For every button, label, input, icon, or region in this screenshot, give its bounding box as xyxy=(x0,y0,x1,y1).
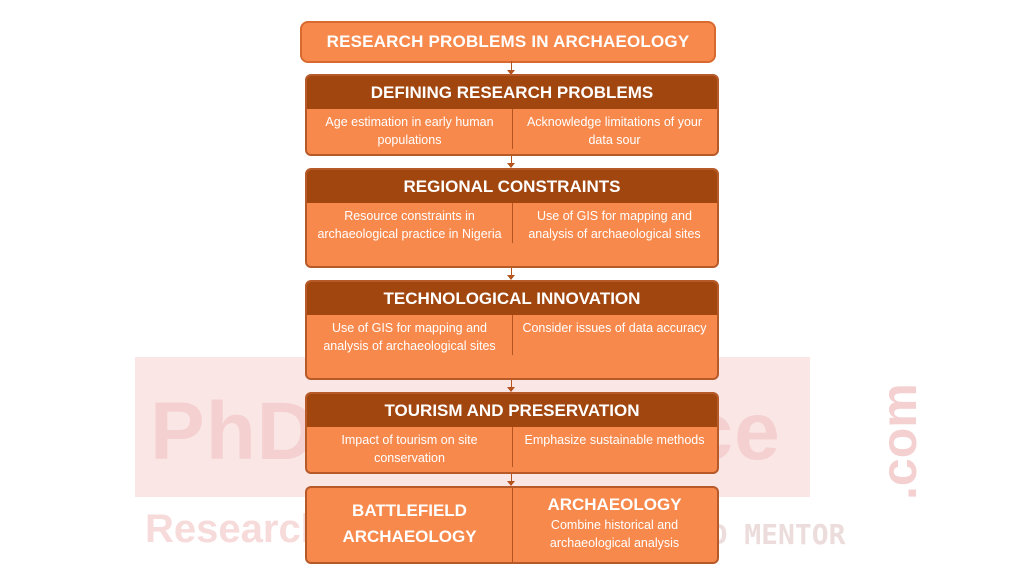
section-body: BATTLEFIELD ARCHAEOLOGY ARCHAEOLOGY Comb… xyxy=(307,488,717,562)
section-body: Use of GIS for mapping and analysis of a… xyxy=(307,315,717,355)
section-heading: TECHNOLOGICAL INNOVATION xyxy=(307,282,717,315)
section-divider xyxy=(512,203,513,243)
connector-arrow xyxy=(507,481,515,486)
section-left-text: Resource constraints in archaeological p… xyxy=(317,209,502,241)
section-left-text: Impact of tourism on site conservation xyxy=(341,433,478,465)
connector-arrow xyxy=(507,163,515,168)
connector-arrow xyxy=(507,70,515,75)
connector-line xyxy=(511,380,512,391)
section-body: Age estimation in early human population… xyxy=(307,109,717,149)
connector-line xyxy=(511,268,512,279)
diagram-title: RESEARCH PROBLEMS IN ARCHAEOLOGY xyxy=(300,21,716,63)
section-right-text: Consider issues of data accuracy xyxy=(522,321,707,335)
connector-arrow xyxy=(507,275,515,280)
connector-line xyxy=(511,61,512,71)
section-left-text: Use of GIS for mapping and analysis of a… xyxy=(323,321,496,353)
connector-line xyxy=(511,474,512,485)
section-battlefield-archaeology: BATTLEFIELD ARCHAEOLOGY ARCHAEOLOGY Comb… xyxy=(305,486,719,564)
section-right-text: Emphasize sustainable methods xyxy=(524,433,705,447)
section-left-text: Age estimation in early human population… xyxy=(325,115,494,147)
connector-line xyxy=(511,156,512,167)
section-right-block: ARCHAEOLOGY Combine historical and archa… xyxy=(512,488,717,562)
section-heading: DEFINING RESEARCH PROBLEMS xyxy=(307,76,717,109)
section-right-title: ARCHAEOLOGY xyxy=(547,495,682,514)
section-body: Impact of tourism on site conservation E… xyxy=(307,427,717,467)
section-divider xyxy=(512,315,513,355)
section-body: Resource constraints in archaeological p… xyxy=(307,203,717,243)
section-right-text: Use of GIS for mapping and analysis of a… xyxy=(528,209,701,241)
section-right-text: Combine historical and archaeological an… xyxy=(549,518,680,550)
watermark-domain-text: .com xyxy=(871,383,927,500)
section-tourism-and-preservation: TOURISM AND PRESERVATION Impact of touri… xyxy=(305,392,719,474)
connector-arrow xyxy=(507,387,515,392)
section-divider xyxy=(512,427,513,467)
section-heading: REGIONAL CONSTRAINTS xyxy=(307,170,717,203)
watermark-tagline-left: Research xyxy=(145,507,326,551)
section-heading: TOURISM AND PRESERVATION xyxy=(307,394,717,427)
section-right-text: Acknowledge limitations of your data sou… xyxy=(526,115,703,147)
section-left-title: BATTLEFIELD ARCHAEOLOGY xyxy=(342,501,477,546)
section-divider xyxy=(512,109,513,149)
section-defining-research-problems: DEFINING RESEARCH PROBLEMS Age estimatio… xyxy=(305,74,719,156)
section-regional-constraints: REGIONAL CONSTRAINTS Resource constraint… xyxy=(305,168,719,268)
section-technological-innovation: TECHNOLOGICAL INNOVATION Use of GIS for … xyxy=(305,280,719,380)
section-divider xyxy=(512,488,513,562)
